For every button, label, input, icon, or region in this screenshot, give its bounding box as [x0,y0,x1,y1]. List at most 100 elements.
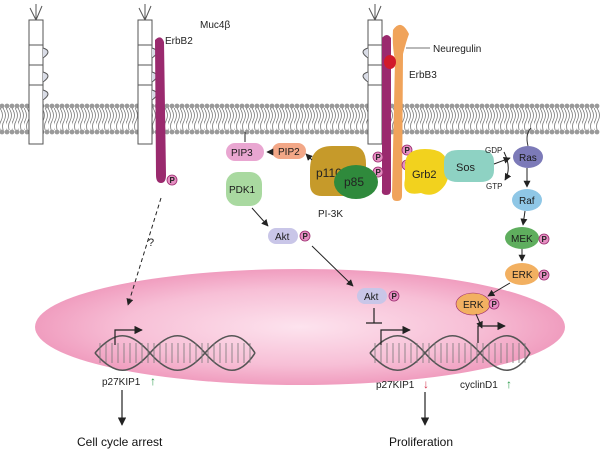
svg-text:PIP2: PIP2 [278,147,300,158]
down-arrow-right: ↓ [423,377,429,391]
lipid-head [589,103,595,109]
pdk1-node: PDK1 [226,172,262,206]
lipid-head [554,129,560,135]
lipid-head [244,129,250,135]
lipid-head [324,129,330,135]
lipid-head [299,129,305,135]
lipid-head [529,129,535,135]
lipid-head [294,103,300,109]
lipid-head [124,129,130,135]
phospho-erk-nuc [488,298,500,310]
lipid-head [209,129,215,135]
svg-text:p85: p85 [344,175,364,189]
lipid-head [474,129,480,135]
cell-membrane [0,103,600,135]
arrow-pi3k-to-pip2 [305,153,313,161]
lipid-head [204,129,210,135]
lipid-head [589,129,595,135]
lipid-head [349,129,355,135]
lipid-head [24,129,30,135]
muc4-receptor-left [28,4,49,145]
lipid-head [569,103,575,109]
svg-text:Grb2: Grb2 [412,169,436,181]
lipid-head [594,129,600,135]
lipid-head [424,103,430,109]
lipid-head [74,129,80,135]
grb2-node: Grb2 [404,149,449,195]
lipid-head [224,103,230,109]
lipid-head [269,129,275,135]
lipid-head [44,103,50,109]
lipid-head [404,129,410,135]
question-mark: ? [148,237,154,249]
lipid-head [439,129,445,135]
proliferation-label: Proliferation [389,435,453,449]
svg-text:P: P [542,235,548,244]
lipid-head [124,103,130,109]
lipid-head [164,129,170,135]
nucleus [35,269,565,385]
pi3k-label: PI-3K [318,209,343,220]
lipid-head [334,129,340,135]
sos-node: Sos [444,150,494,182]
lipid-head [169,103,175,109]
lipid-head [234,103,240,109]
lipid-head [579,103,585,109]
lipid-head [529,103,535,109]
gtp-label: GTP [486,182,502,191]
lipid-head [234,129,240,135]
lipid-head [484,129,490,135]
p27-right-label: p27KIP1 [376,380,415,391]
lipid-head [354,103,360,109]
lipid-head [509,103,515,109]
lipid-head [284,129,290,135]
phospho-erk-cyto [538,269,550,281]
phospho-akt-nuc [388,290,400,302]
lipid-head [309,129,315,135]
lipid-head [494,129,500,135]
pip2-node: PIP2 [272,143,306,159]
erbb2-receptor: P [155,37,178,186]
lipid-head [114,103,120,109]
lipid-head [129,103,135,109]
dashed-arrow-erbb2-to-p27 [126,197,162,306]
lipid-head [0,129,5,135]
lipid-head [64,103,70,109]
erk-nucleus-node: ERK [455,292,491,316]
lipid-head [429,103,435,109]
dna-helix-right [369,335,531,371]
lipid-head [214,103,220,109]
svg-text:ERK: ERK [463,300,484,311]
up-arrow-cyclind1: ↑ [506,377,512,391]
lipid-head [254,103,260,109]
lipid-head [0,103,5,109]
lipid-head [504,103,510,109]
lipid-head [489,129,495,135]
lipid-head [109,103,115,109]
lipid-head [74,103,80,109]
lipid-head [209,103,215,109]
lipid-head [59,103,65,109]
arrow-erk-to-nucleus [487,282,511,297]
lipid-head [279,129,285,135]
arrow-pdk1-to-akt [251,207,269,227]
transcription-arrow-p27-right [380,325,411,345]
cell-cycle-arrest-label: Cell cycle arrest [77,435,163,449]
lipid-head [524,103,530,109]
lipid-head [439,103,445,109]
lipid-head [514,129,520,135]
svg-text:PIP3: PIP3 [231,148,253,159]
lipid-head [444,129,450,135]
phospho-mek [538,233,550,245]
lipid-head [99,103,105,109]
pip3-node: PIP3 [226,143,264,161]
lipid-head [284,103,290,109]
arrow-sos-to-ras [493,156,511,165]
lipid-head [329,103,335,109]
lipid-head [249,103,255,109]
lipid-head [239,103,245,109]
lipid-head [459,129,465,135]
lipid-head [94,103,100,109]
lipid-head [354,129,360,135]
